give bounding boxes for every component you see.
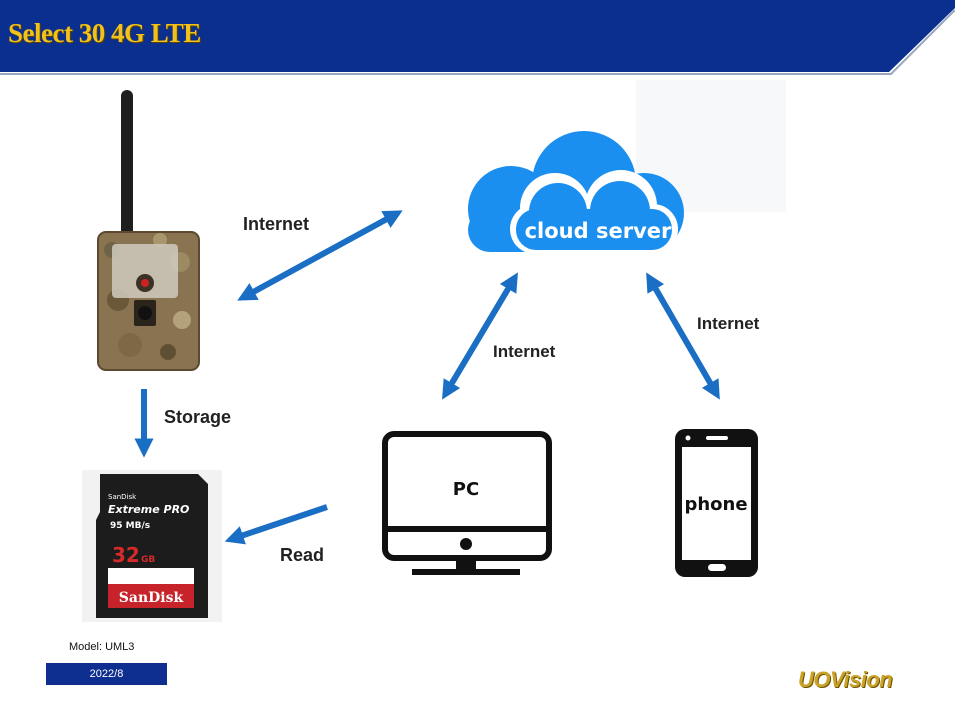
edge-label-storage: Storage bbox=[164, 407, 232, 427]
sd-capacity-unit: GB bbox=[141, 555, 155, 565]
sd-card-icon: SanDisk Extreme PRO 95 MB/s 32 GB SanDis… bbox=[82, 470, 222, 622]
trail-camera-icon bbox=[97, 90, 200, 371]
model-label: Model: UML3 bbox=[69, 641, 135, 653]
edge-label-read: Read bbox=[280, 545, 325, 565]
sd-brand-top: SanDisk bbox=[108, 493, 137, 501]
brand-logo: UOVision bbox=[798, 667, 893, 692]
edge-label-pc-cloud: Internet bbox=[493, 342, 556, 361]
page-title: Select 30 4G LTE bbox=[8, 18, 201, 48]
phone-icon: phone bbox=[675, 429, 758, 577]
pc-label: PC bbox=[453, 479, 479, 500]
phone-label: phone bbox=[684, 494, 747, 515]
read-arrow bbox=[224, 504, 328, 545]
sd-capacity: 32 bbox=[112, 543, 140, 567]
edge-label-camera-cloud: Internet bbox=[243, 214, 310, 234]
sd-product: Extreme PRO bbox=[108, 503, 189, 516]
pc-cloud-arrow bbox=[442, 272, 518, 400]
pc-monitor-icon: PC bbox=[382, 431, 552, 575]
cloud-server-icon: cloud server bbox=[468, 131, 684, 254]
cloud-label: cloud server bbox=[525, 219, 672, 243]
phone-cloud-arrow bbox=[646, 272, 720, 400]
date-badge: 2022/8 bbox=[46, 663, 167, 685]
sd-brand: SanDisk bbox=[119, 590, 184, 606]
camera-cloud-arrow bbox=[237, 210, 403, 301]
edge-label-phone-cloud: Internet bbox=[697, 314, 760, 333]
sd-speed: 95 MB/s bbox=[110, 521, 150, 531]
header-band bbox=[0, 0, 955, 75]
